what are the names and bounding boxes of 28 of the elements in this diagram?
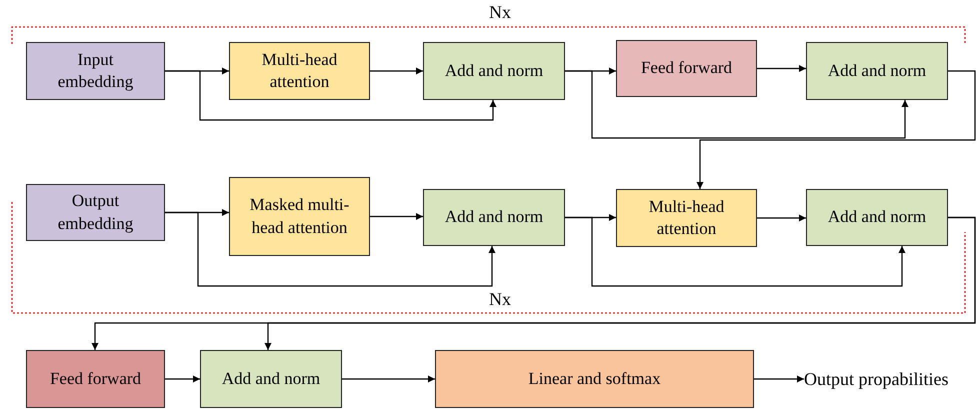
- process-box: Linear and softmax: [435, 350, 754, 408]
- process-box: Add and norm: [423, 42, 565, 100]
- process-box: Feed forward: [616, 40, 757, 97]
- arrow: [165, 376, 200, 382]
- arrow: [370, 213, 423, 220]
- process-box: Multi-head attention: [616, 189, 757, 247]
- process-box: Add and norm: [806, 189, 948, 246]
- process-box: Add and norm: [200, 350, 342, 408]
- process-box: Input embedding: [26, 42, 165, 100]
- arrow: [342, 376, 435, 382]
- output-label: Output propabilities: [804, 366, 948, 392]
- arrow: [696, 70, 976, 189]
- process-box: Add and norm: [806, 42, 948, 100]
- arrow: [757, 65, 806, 72]
- arrow: [165, 70, 496, 121]
- arrow: [757, 214, 806, 222]
- repeat-count: Nx: [489, 2, 511, 23]
- arrow: [165, 212, 496, 287]
- process-box: Multi-head attention: [229, 42, 370, 100]
- process-box: Output embedding: [26, 184, 165, 241]
- arrow: [264, 216, 976, 350]
- process-box: Feed forward: [26, 350, 165, 408]
- arrow: [370, 68, 423, 74]
- arrow: [565, 70, 908, 139]
- process-box: Masked multi-head attention: [229, 177, 370, 256]
- repeat-count: Nx: [489, 289, 511, 310]
- arrow: [754, 376, 804, 382]
- process-box: Add and norm: [423, 189, 565, 246]
